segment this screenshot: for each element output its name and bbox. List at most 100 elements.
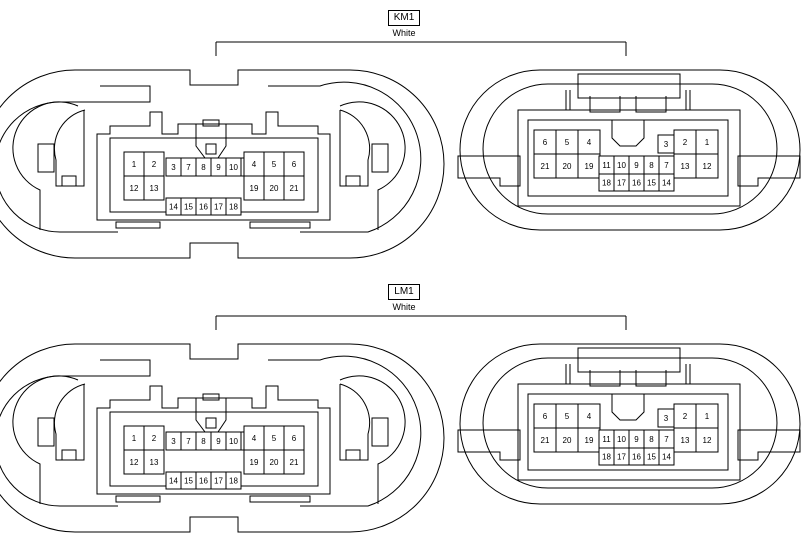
pin-number: 6	[292, 434, 297, 443]
latch-guides	[565, 364, 691, 384]
connector-color-km1: White	[392, 28, 416, 38]
pin-cell	[658, 447, 675, 466]
terminal-face	[109, 411, 319, 487]
inner-contour-right	[268, 81, 422, 233]
center-key	[611, 394, 645, 421]
side-flange-right	[737, 155, 801, 187]
side-flange-left	[457, 429, 521, 461]
pin-number: 3	[171, 163, 176, 172]
bottom-rail-left	[115, 495, 161, 503]
pin-number: 18	[602, 179, 611, 188]
pin-number: 14	[662, 453, 671, 462]
terminal-body	[517, 383, 741, 481]
key-window	[205, 417, 217, 429]
latch-arm-right	[339, 383, 371, 461]
pin-number: 16	[632, 179, 641, 188]
key-window	[205, 143, 217, 155]
pin-number: 6	[543, 138, 548, 147]
latch-arm-left	[53, 383, 86, 461]
latch-foot-right	[345, 175, 361, 187]
connector-id-km1: KM1	[388, 10, 420, 26]
terminal-body	[517, 109, 741, 207]
pin-number: 8	[649, 435, 654, 444]
latch-arc-right	[339, 101, 406, 230]
latch-foot-right	[345, 449, 361, 461]
latch-foot-left	[61, 449, 77, 461]
housing-inner	[482, 357, 778, 489]
terminal-face	[527, 119, 729, 197]
pin-number: 12	[703, 162, 712, 171]
pin-number: 10	[617, 161, 626, 170]
top-latch	[577, 347, 681, 373]
pin-number: 10	[229, 163, 238, 172]
connector-housing-outline	[459, 343, 801, 505]
latch-arm-right	[339, 109, 371, 187]
top-latch	[577, 73, 681, 99]
pin-number: 13	[681, 436, 690, 445]
connector-housing-outline	[459, 69, 801, 231]
latch-slots	[589, 370, 667, 387]
pin-number: 9	[634, 161, 639, 170]
key-top	[202, 119, 220, 127]
pin-number: 2	[683, 138, 688, 147]
pin-number: 7	[186, 437, 191, 446]
terminal-face	[527, 393, 729, 471]
pin-number: 7	[664, 161, 669, 170]
latch-arm-left	[53, 109, 86, 187]
pin-number: 17	[214, 477, 223, 486]
bracket-km1	[215, 41, 627, 56]
pin-number: 2	[683, 412, 688, 421]
latch-slots	[589, 96, 667, 113]
latch-block-left	[37, 417, 55, 447]
terminal-body	[96, 111, 331, 221]
left-connector-view: 121213378910111415161718456192021	[0, 343, 445, 533]
center-key	[195, 398, 227, 433]
pin-cell	[658, 173, 675, 192]
pin-number: 5	[565, 138, 570, 147]
pin-number: 20	[563, 436, 572, 445]
pin-number: 9	[634, 435, 639, 444]
pin-number: 21	[290, 458, 299, 467]
latch-block-right	[371, 417, 389, 447]
latch-arc-left	[12, 375, 79, 504]
center-key	[195, 124, 227, 159]
pin-number: 13	[150, 458, 159, 467]
pin-number: 13	[681, 162, 690, 171]
bottom-rail-right	[249, 221, 311, 229]
pin-number: 14	[169, 203, 178, 212]
pin-cell	[283, 175, 305, 201]
center-key	[611, 120, 645, 147]
pin-number: 12	[130, 458, 139, 467]
pin-number: 20	[270, 458, 279, 467]
pin-number: 15	[647, 179, 656, 188]
pin-number: 17	[617, 453, 626, 462]
pin-number: 19	[250, 184, 259, 193]
pin-number: 2	[152, 434, 157, 443]
left-connector-view: 121213378910111415161718456192021	[0, 69, 445, 259]
pin-number: 4	[252, 434, 257, 443]
latch-arc-left	[12, 101, 79, 230]
pin-number: 5	[565, 412, 570, 421]
key-top	[202, 393, 220, 401]
pin-cell	[283, 449, 305, 475]
pin-number: 4	[587, 412, 592, 421]
latch-block-left	[37, 143, 55, 173]
pin-number: 20	[270, 184, 279, 193]
pin-number: 4	[587, 138, 592, 147]
pin-number: 21	[290, 184, 299, 193]
pin-number: 17	[617, 179, 626, 188]
pin-number: 6	[292, 160, 297, 169]
pin-number: 2	[152, 160, 157, 169]
pin-number: 21	[541, 436, 550, 445]
pin-number: 9	[216, 163, 221, 172]
pin-number: 12	[703, 436, 712, 445]
connector-color-lm1: White	[392, 302, 416, 312]
pin-number: 4	[252, 160, 257, 169]
pin-number: 19	[585, 436, 594, 445]
pin-number: 1	[132, 160, 137, 169]
pin-number: 10	[229, 437, 238, 446]
pin-cell	[225, 471, 242, 490]
pin-number: 7	[664, 435, 669, 444]
